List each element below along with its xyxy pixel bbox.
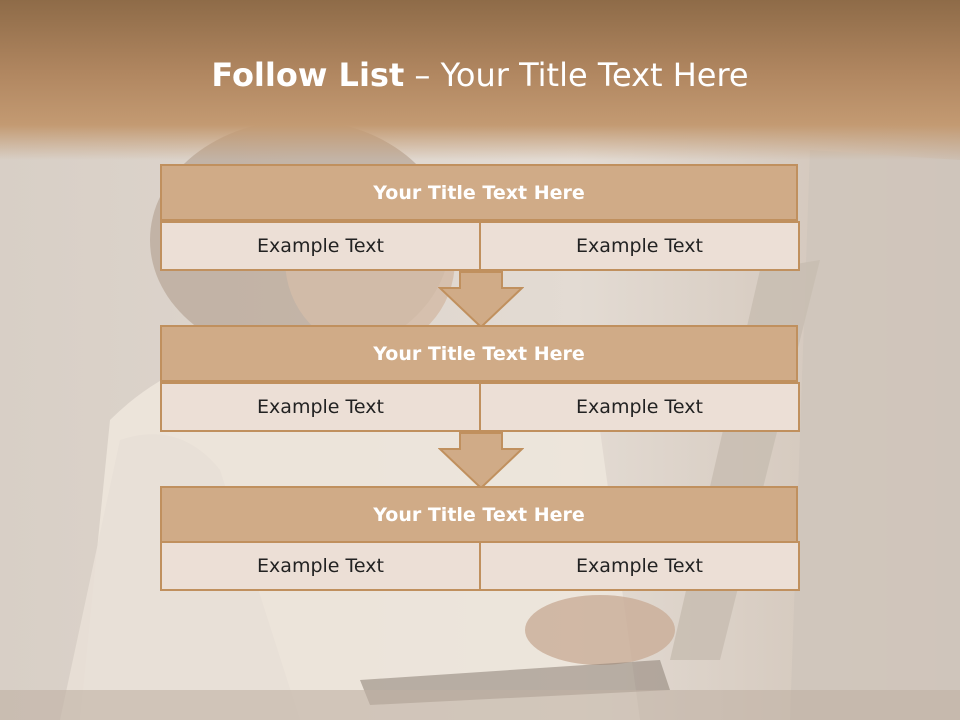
flow-cell-right: Example Text	[481, 221, 800, 271]
flow-block-heading: Your Title Text Here	[160, 164, 798, 221]
down-arrow-icon	[438, 271, 524, 329]
flow-block-row: Example Text Example Text	[160, 541, 800, 591]
flow-cell-left: Example Text	[160, 382, 481, 432]
flow-block-heading: Your Title Text Here	[160, 486, 798, 543]
slide-title: Follow List – Your Title Text Here	[0, 56, 960, 94]
flow-block-row: Example Text Example Text	[160, 382, 800, 432]
slide-title-bold: Follow List	[211, 56, 405, 94]
flow-block-heading: Your Title Text Here	[160, 325, 798, 382]
slide-title-rest: – Your Title Text Here	[404, 56, 749, 94]
flow-cell-right: Example Text	[481, 541, 800, 591]
top-band	[0, 0, 960, 160]
down-arrow-icon	[438, 432, 524, 490]
flow-block-row: Example Text Example Text	[160, 221, 800, 271]
flow-cell-left: Example Text	[160, 541, 481, 591]
flow-cell-right: Example Text	[481, 382, 800, 432]
flow-cell-left: Example Text	[160, 221, 481, 271]
